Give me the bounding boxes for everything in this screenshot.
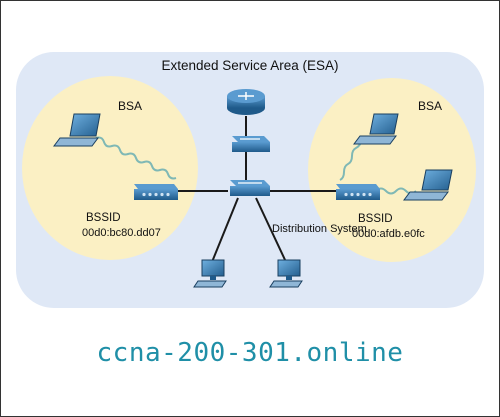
bsa-right-area [308,78,476,262]
router-icon [227,89,265,115]
bsa-left-label: BSA [118,99,142,113]
wireless-link-right-top [339,139,363,181]
wired-links [174,116,336,263]
bssid-right-label: BSSID [358,213,393,225]
access-point-right-icon [336,184,380,200]
website-watermark: ccna-200-301.online [96,338,404,368]
laptop-left-icon [53,113,101,147]
bssid-right-mac: 00d0:afdb.e0fc [352,228,425,240]
laptop-right-top-icon [353,113,399,145]
access-point-left-icon [134,184,178,200]
bssid-left-label: BSSID [86,212,121,224]
distribution-system-label: Distribution System [272,223,367,235]
bssid-left-mac: 00d0:bc80.dd07 [82,227,161,239]
bsa-left-area [22,76,198,260]
desktop-pc-left-icon [193,259,227,288]
esa-title: Extended Service Area (ESA) [161,58,338,73]
laptop-right-side-icon [403,169,453,201]
wireless-link-left [95,136,177,180]
distribution-switch-upper-icon [232,136,270,152]
bsa-right-label: BSA [418,99,442,113]
distribution-switch-lower-icon [230,180,270,196]
desktop-pc-right-icon [269,259,303,288]
